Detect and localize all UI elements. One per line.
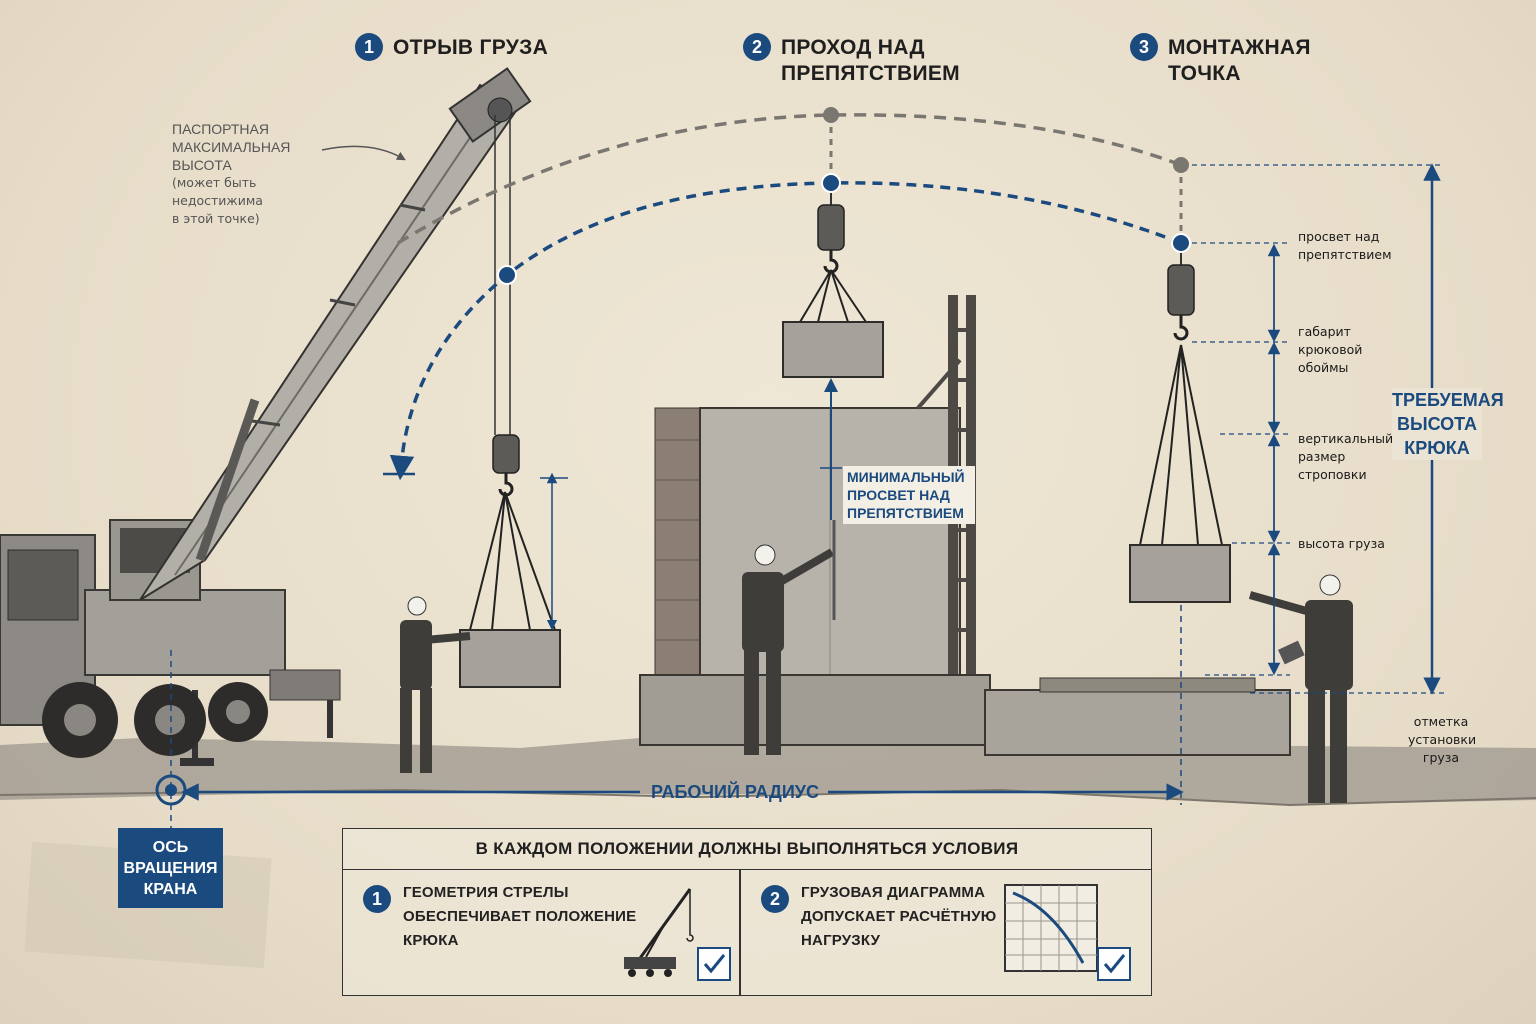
hook-block-line-2: крюковой [1298,342,1363,357]
passport-title-line-1: ПАСПОРТНАЯ [172,121,269,137]
step-2-badge: 2 [743,33,771,61]
rigging-line-2: размер [1298,449,1346,464]
clearance-line-2: препятствием [1298,247,1392,262]
step-3: 3 МОНТАЖНАЯ ТОЧКА [1130,33,1311,87]
condition-2-badge: 2 [761,885,789,913]
conditions-divider [739,870,741,995]
axis-line-1: ОСЬ [152,838,189,856]
step-1-title-line-1: ОТРЫВ ГРУЗА [393,36,549,59]
install-mark-line-1: отметка [1413,714,1469,729]
clearance-label: просвет над препятствием [1298,228,1392,264]
step-1: 1 ОТРЫВ ГРУЗА [355,33,549,61]
rigging-line-1: вертикальный [1298,431,1394,446]
step-2-title-line-2: ПРЕПЯТСТВИЕМ [781,62,960,85]
clearance-line-1: просвет над [1298,229,1380,244]
load-2 [782,321,884,378]
step-2: 2 ПРОХОД НАД ПРЕПЯТСТВИЕМ [743,33,960,87]
axis-line-3: КРАНА [143,880,198,898]
condition-2-line-3: НАГРУЗКУ [801,932,881,949]
hook-trajectory [389,181,1182,481]
condition-2: 2 ГРУЗОВАЯ ДИАГРАММА ДОПУСКАЕТ РАСЧЁТНУЮ… [761,884,997,953]
axis-line-2: ВРАЩЕНИЯ [123,859,218,877]
hook-block-3 [1139,264,1223,546]
install-mark-line-2: установки [1408,732,1477,747]
crane-icon [624,888,694,977]
passport-note-line-2: в этой точке) [172,211,260,226]
install-mark-line-3: груза [1422,750,1460,765]
required-line-2: ВЫСОТА [1396,414,1478,434]
condition-1-line-1: ГЕОМЕТРИЯ СТРЕЛЫ [403,884,569,901]
condition-1-badge: 1 [363,885,391,913]
condition-2-line-2: ДОПУСКАЕТ РАСЧЁТНУЮ [801,908,997,925]
hook-block-line-3: обоймы [1298,360,1349,375]
conditions-title: В КАЖДОМ ПОЛОЖЕНИИ ДОЛЖНЫ ВЫПОЛНЯТЬСЯ УС… [343,829,1151,870]
passport-height-curve [397,113,1182,245]
rigging-line-3: строповки [1298,467,1367,482]
rigging-label: вертикальный размер строповки [1298,430,1393,484]
hook-block-label: габарит крюковой обоймы [1298,323,1362,377]
rotation-axis-label: ОСЬ ВРАЩЕНИЯ КРАНА [118,828,223,908]
working-radius-label: РАБОЧИЙ РАДИУС [651,782,819,802]
passport-height-label: ПАСПОРТНАЯ МАКСИМАЛЬНАЯ ВЫСОТА (может бы… [172,120,322,228]
install-mark-label: отметка установки груза [1408,713,1477,767]
required-line-3: КРЮКА [1404,438,1470,458]
condition-2-line-1: ГРУЗОВАЯ ДИАГРАММА [801,884,986,901]
required-line-1: ТРЕБУЕМАЯ [1392,390,1504,410]
required-hook-height-label: ТРЕБУЕМАЯ ВЫСОТА КРЮКА [1392,388,1504,460]
crane-truck [0,67,532,766]
load-height-label: высота груза [1298,535,1385,553]
hook-block-line-1: габарит [1298,324,1351,339]
step-1-badge: 1 [355,33,383,61]
condition-1: 1 ГЕОМЕТРИЯ СТРЕЛЫ ОБЕСПЕЧИВАЕТ ПОЛОЖЕНИ… [363,884,637,953]
condition-2-checkbox-icon [1097,947,1131,981]
step-3-title-line-2: ТОЧКА [1168,62,1241,85]
load-height-line-1: высота груза [1298,536,1385,551]
worker-2 [742,520,836,755]
step-2-title-line-1: ПРОХОД НАД [781,36,925,59]
condition-1-line-2: ОБЕСПЕЧИВАЕТ ПОЛОЖЕНИЕ [403,908,637,925]
install-base [984,689,1291,756]
condition-1-line-3: КРЮКА [403,932,459,949]
step-3-title-line-1: МОНТАЖНАЯ [1168,36,1311,59]
passport-title-line-2: МАКСИМАЛЬНАЯ [172,139,291,155]
step-3-badge: 3 [1130,33,1158,61]
hook-block-2 [799,204,867,323]
hook-block-1 [469,434,556,631]
worker-1 [400,596,471,773]
condition-1-checkbox-icon [697,947,731,981]
passport-title-line-3: ВЫСОТА [172,157,232,173]
load-chart-icon [1004,884,1098,972]
min-clearance-label: МИНИМАЛЬНЫЙ ПРОСВЕТ НАД ПРЕПЯТСТВИЕМ [843,466,975,524]
load-3 [1129,544,1231,603]
conditions-panel: В КАЖДОМ ПОЛОЖЕНИИ ДОЛЖНЫ ВЫПОЛНЯТЬСЯ УС… [342,828,1152,996]
passport-note-line-1: (может быть недостижима [172,175,263,208]
load-1 [459,629,561,688]
worker-3 [1248,574,1353,803]
